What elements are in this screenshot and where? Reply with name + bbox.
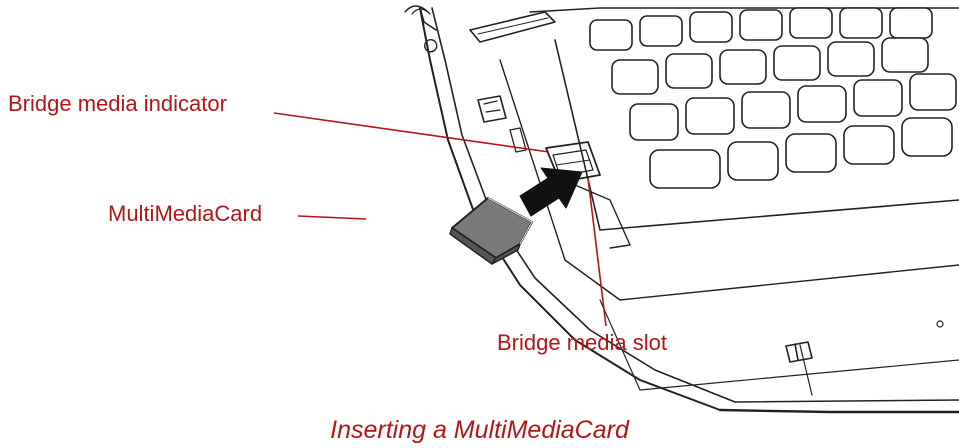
leader-line-slot <box>587 177 607 327</box>
label-multimediacard: MultiMediaCard <box>108 201 263 226</box>
label-bridge-media-slot: Bridge media slot <box>497 330 667 355</box>
figure-caption: Inserting a MultiMediaCard <box>330 416 629 444</box>
leader-line-indicator <box>273 112 550 153</box>
leader-line-card <box>297 215 367 220</box>
label-bridge-media-indicator: Bridge media indicator <box>8 91 227 116</box>
